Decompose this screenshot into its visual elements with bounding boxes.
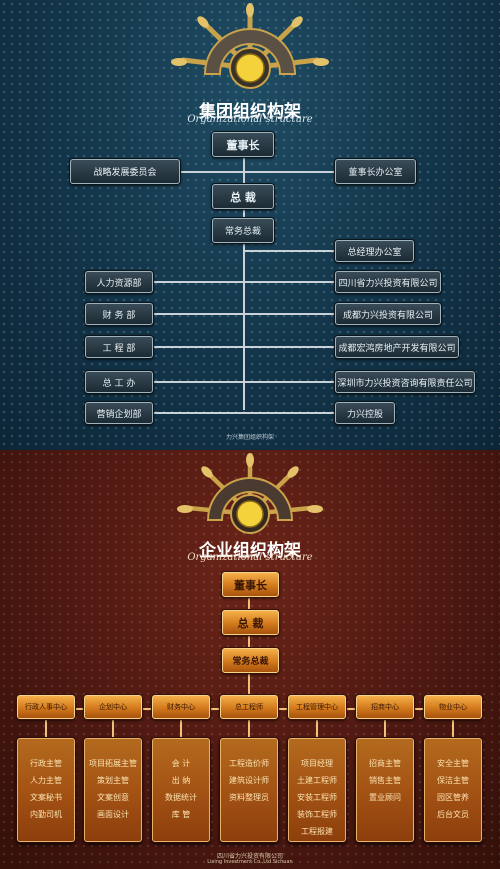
row-connector-2 (153, 313, 335, 315)
role-item: 文案创意 (97, 793, 129, 802)
center-column-connector (112, 722, 114, 738)
role-item: 建筑设计师 (229, 776, 269, 785)
role-item: 行政主管 (30, 759, 62, 768)
role-item: 销售主管 (369, 776, 401, 785)
ship-wheel-icon (171, 3, 329, 89)
center-header-box: 工程管理中心 (288, 695, 346, 719)
company-chairman-box: 董事长 (222, 572, 279, 597)
row-connector-3 (153, 346, 335, 348)
role-item: 资料整理员 (229, 793, 269, 802)
role-item: 内勤司机 (30, 810, 62, 819)
role-item: 工程报建 (301, 827, 333, 836)
center-header-box: 物业中心 (424, 695, 482, 719)
group-chairman-box: 董事长 (212, 132, 274, 157)
center-column-connector (180, 722, 182, 738)
group-title: 集团组织构架 (199, 102, 301, 122)
role-item: 文案秘书 (30, 793, 62, 802)
group-dept-box: 工 程 部 (85, 336, 153, 358)
company-subtitle: Organizational structure (187, 552, 313, 563)
company-title: 企业组织构架 (199, 541, 301, 561)
company-structure-panel: 企业组织构架 Organizational structure 董事长 总 裁 … (0, 450, 500, 869)
group-dept-box: 财 务 部 (85, 303, 153, 325)
company-executive-box: 常务总裁 (222, 648, 279, 673)
center-roles-column: 项目拓展主管策划主管文案创意画面设计 (84, 738, 142, 842)
center-roles-column: 招商主管销售主管置业顾问 (356, 738, 414, 842)
group-president-box: 总 裁 (212, 184, 274, 209)
ship-wheel-icon (177, 453, 323, 534)
role-item: 安装工程师 (297, 793, 337, 802)
center-header-box: 总工程师 (220, 695, 278, 719)
group-dept-box: 人力资源部 (85, 271, 153, 293)
role-item: 土建工程师 (297, 776, 337, 785)
center-header-box: 行政人事中心 (17, 695, 75, 719)
role-item: 招商主管 (369, 759, 401, 768)
role-item: 策划主管 (97, 776, 129, 785)
role-item: 画面设计 (97, 810, 129, 819)
center-roles-column: 项目经理土建工程师安装工程师装饰工程师工程报建 (288, 738, 346, 842)
company-president-box: 总 裁 (222, 610, 279, 635)
group-executive-box: 常务总裁 (212, 218, 274, 243)
center-header-box: 企划中心 (84, 695, 142, 719)
center-column-connector (384, 722, 386, 738)
subsidiary-box: 力兴控股 (335, 402, 395, 424)
gm-office-box: 总经理办公室 (335, 240, 414, 262)
gm-office-connector (245, 250, 335, 252)
subsidiary-box: 四川省力兴投资有限公司 (335, 271, 441, 293)
role-item: 会 计 (171, 759, 191, 768)
center-header-box: 财务中心 (152, 695, 210, 719)
role-item: 装饰工程师 (297, 810, 337, 819)
subsidiary-box: 成都力兴投资有限公司 (335, 303, 441, 325)
center-column-connector (248, 722, 250, 738)
center-column-connector (452, 722, 454, 738)
strategy-committee-box: 战略发展委员会 (70, 159, 180, 184)
group-dept-box: 营销企划部 (85, 402, 153, 424)
role-item: 保洁主管 (437, 776, 469, 785)
row-connector-4 (153, 381, 335, 383)
group-footer-text: 力兴集团组织构架 (225, 434, 274, 441)
subsidiary-box: 成都宏鸿房地产开发有限公司 (335, 336, 459, 358)
role-item: 数据统计 (165, 793, 197, 802)
company-footer-cn: 四川省力兴投资有限公司 (216, 853, 283, 860)
role-item: 项目拓展主管 (89, 759, 137, 768)
center-roles-column: 会 计出 纳数据统计库 管 (152, 738, 210, 842)
role-item: 置业顾问 (369, 793, 401, 802)
center-column-connector (316, 722, 318, 738)
subsidiary-box: 深圳市力兴投资咨询有限责任公司 (335, 371, 475, 393)
group-dept-box: 总 工 办 (85, 371, 153, 393)
chairman-office-box: 董事长办公室 (335, 159, 416, 184)
role-item: 人力主管 (30, 776, 62, 785)
role-item: 出 纳 (171, 776, 191, 785)
center-roles-column: 工程造价师建筑设计师资料整理员 (220, 738, 278, 842)
trunk-connector (243, 158, 245, 410)
center-roles-column: 安全主管保洁主管园区管养后台文员 (424, 738, 482, 842)
row-connector-1 (153, 281, 335, 283)
row-connector-5 (153, 412, 335, 414)
center-header-box: 招商中心 (356, 695, 414, 719)
role-item: 库 管 (171, 810, 191, 819)
group-subtitle: Organizational structure (187, 114, 313, 125)
role-item: 后台文员 (437, 810, 469, 819)
role-item: 园区管养 (437, 793, 469, 802)
chairman-branch-connector (180, 171, 335, 173)
center-roles-column: 行政主管人力主管文案秘书内勤司机 (17, 738, 75, 842)
role-item: 项目经理 (301, 759, 333, 768)
group-structure-panel: 集团组织构架 Organizational structure 董事长 战略发展… (0, 0, 500, 450)
company-footer-en: Lixing Investment Co.,Ltd.Sichuan (207, 859, 293, 865)
role-item: 工程造价师 (229, 759, 269, 768)
center-column-connector (45, 722, 47, 738)
role-item: 安全主管 (437, 759, 469, 768)
